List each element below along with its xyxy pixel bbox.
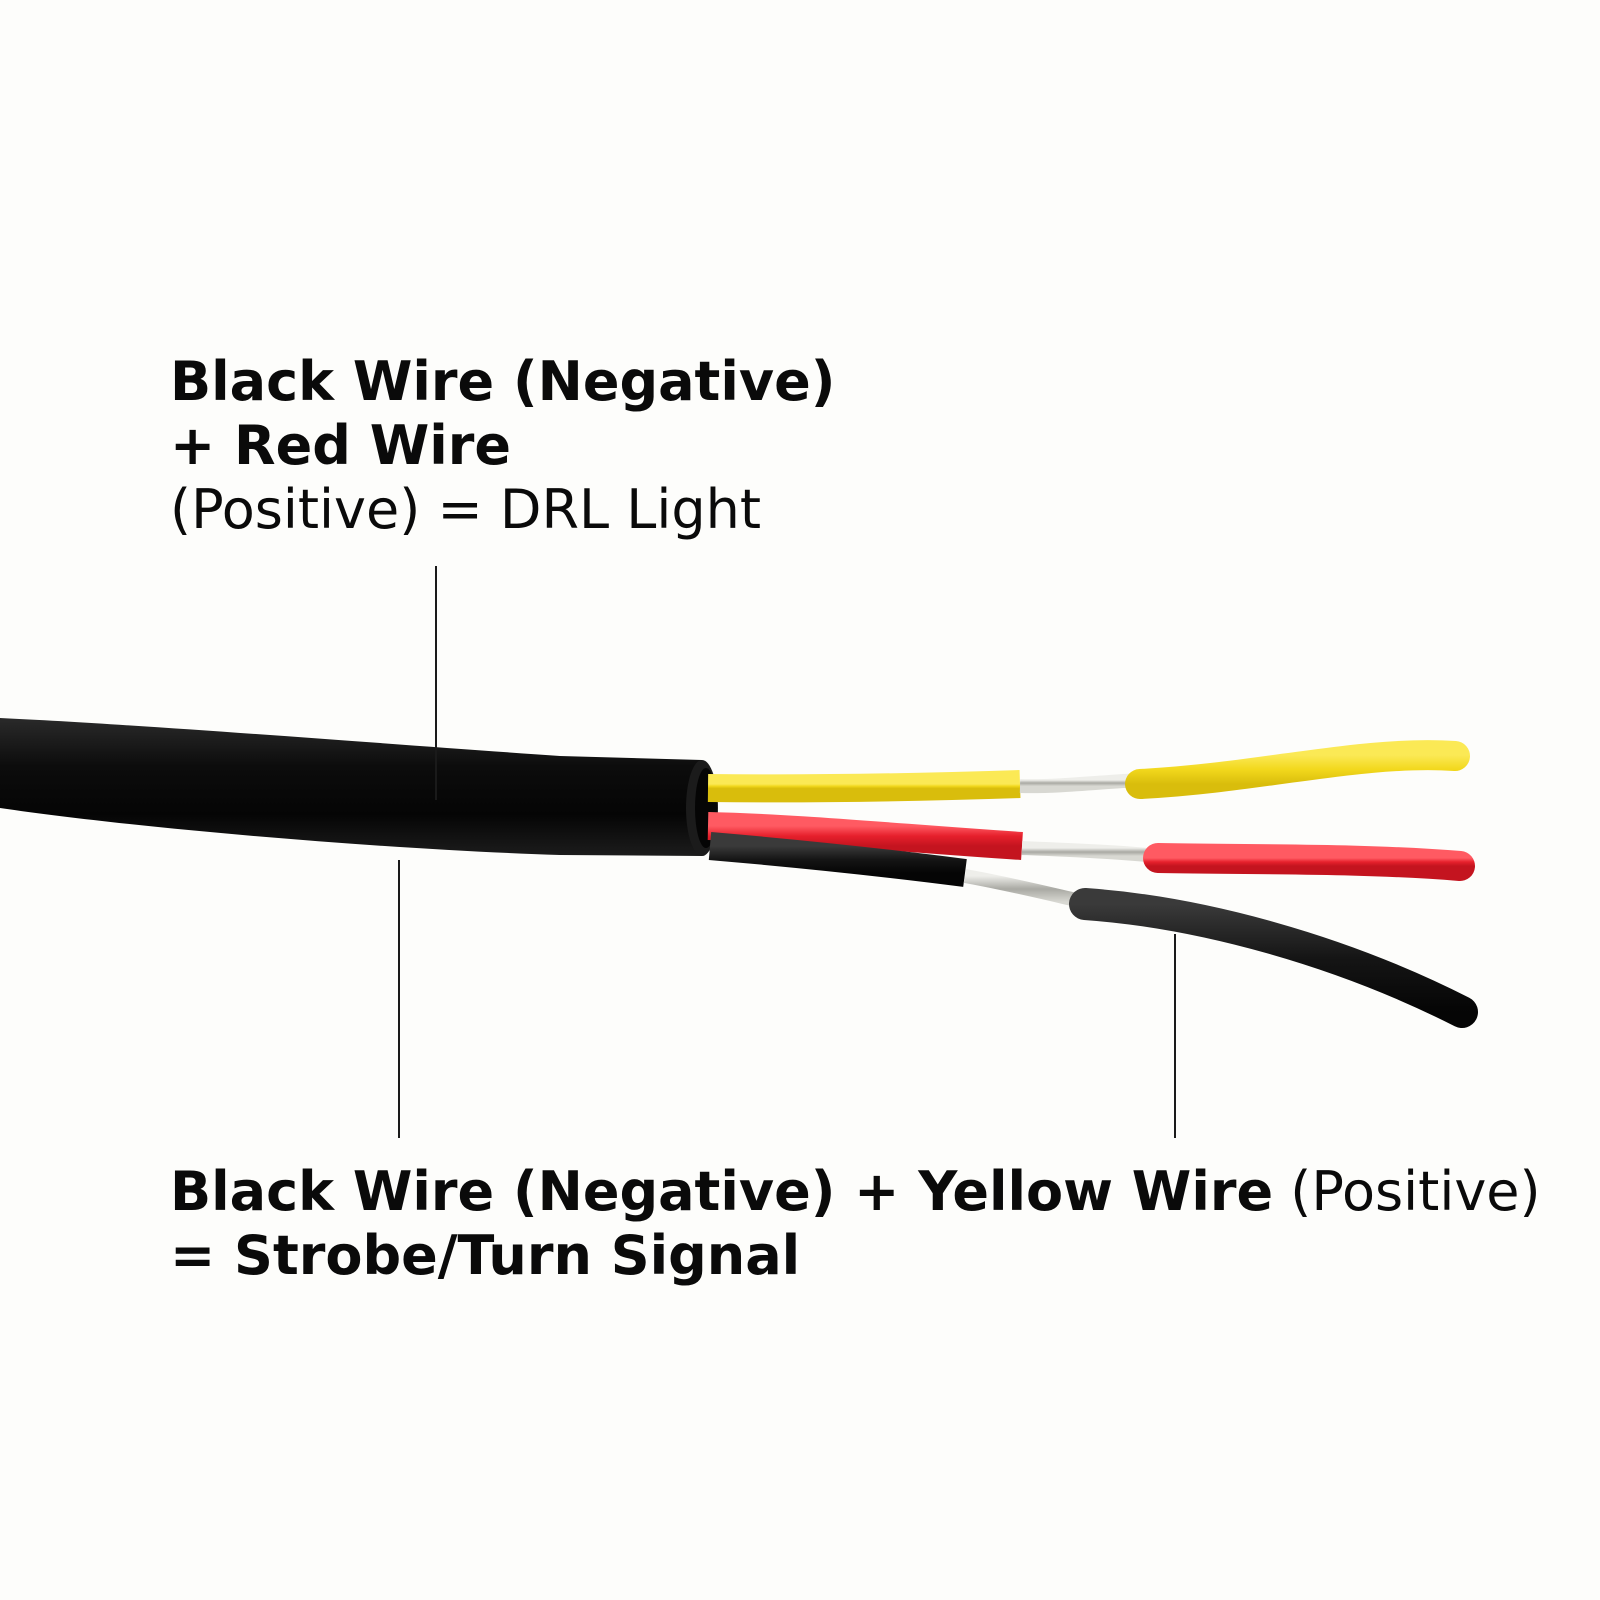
strobe-label-line-1-bold: Black Wire (Negative) + Yellow Wire — [170, 1160, 1274, 1223]
strobe-turn-signal-label: Black Wire (Negative) + Yellow Wire (Pos… — [170, 1160, 1541, 1288]
red-wire-insulation-outer — [1143, 843, 1475, 881]
red-wire-strands — [1021, 841, 1159, 863]
strobe-label-line-1-normal: (Positive) — [1290, 1160, 1541, 1223]
strobe-label-line-1: Black Wire (Negative) + Yellow Wire (Pos… — [170, 1160, 1541, 1224]
drl-label-line-1: Black Wire (Negative) — [170, 350, 836, 413]
yellow-wire-insulation-inner — [707, 770, 1021, 803]
yellow-wire — [707, 740, 1470, 803]
black-wire — [708, 832, 1478, 1028]
cable-jacket — [0, 718, 702, 856]
drl-label-line-2: + Red Wire — [170, 414, 512, 477]
drl-label-line-3: (Positive) = DRL Light — [170, 478, 761, 541]
black-wire-insulation-inner — [708, 832, 967, 887]
black-wire-strands — [963, 869, 1087, 909]
yellow-wire-strands — [1019, 773, 1141, 794]
red-wire-insulation-inner — [707, 812, 1023, 860]
strobe-label-line-2: = Strobe/Turn Signal — [170, 1224, 801, 1287]
yellow-wire-insulation-outer — [1125, 740, 1470, 799]
black-wire-insulation-outer — [1069, 888, 1478, 1028]
drl-light-label: Black Wire (Negative) + Red Wire (Positi… — [170, 350, 835, 542]
red-wire — [707, 812, 1475, 881]
